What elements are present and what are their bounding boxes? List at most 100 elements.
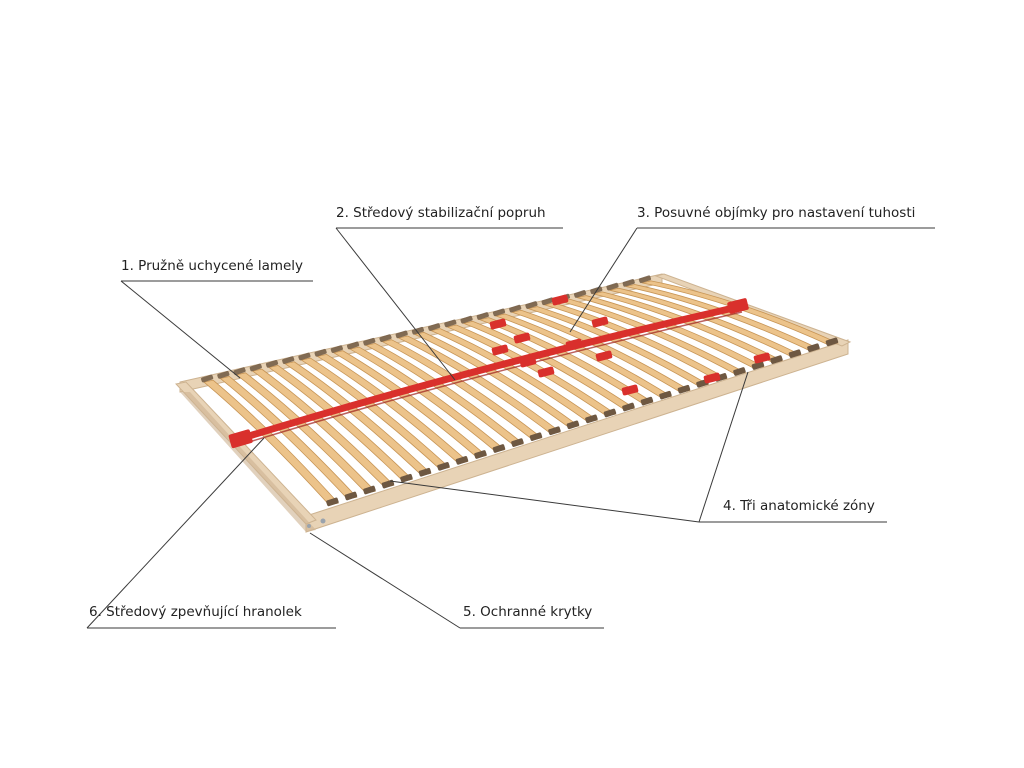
slat xyxy=(478,317,654,405)
slat-end-cap xyxy=(825,337,839,347)
slat xyxy=(560,298,747,376)
callout-label-center-strap: 2. Středový stabilizační popruh xyxy=(336,205,546,221)
slat xyxy=(625,284,821,352)
sliding-sleeve xyxy=(703,372,721,384)
slat-end-cap xyxy=(314,348,327,357)
slat xyxy=(300,357,451,470)
sliding-sleeve xyxy=(753,352,771,364)
slat xyxy=(397,335,562,435)
slat-end-cap xyxy=(603,408,617,418)
slat-end-cap xyxy=(326,497,339,507)
slat-end-cap xyxy=(344,491,358,501)
slat-end-cap xyxy=(428,323,441,331)
slat-end-cap xyxy=(418,467,432,477)
slat-end-cap xyxy=(455,456,469,465)
slat-end-cap xyxy=(298,352,311,361)
sliding-sleeve xyxy=(537,366,555,378)
slat-end-cap xyxy=(573,290,587,298)
sliding-sleeve xyxy=(489,318,507,330)
slat xyxy=(526,306,710,387)
leader-line-4b xyxy=(698,371,749,523)
slat xyxy=(462,320,636,411)
sliding-sleeve xyxy=(595,350,613,362)
slat-end-cap xyxy=(233,367,246,376)
slat-end-cap xyxy=(400,473,413,483)
slat-end-cap xyxy=(638,275,652,284)
slat-end-cap xyxy=(733,367,746,376)
slat xyxy=(267,365,414,482)
slat-end-cap xyxy=(585,414,598,424)
slat xyxy=(429,328,599,423)
sliding-sleeve xyxy=(565,338,583,350)
leader-line-1 xyxy=(120,280,241,379)
slat-end-cap xyxy=(476,312,489,320)
slat-end-cap xyxy=(659,390,672,400)
slat xyxy=(576,295,765,370)
slat-end-cap xyxy=(437,462,450,471)
slat xyxy=(381,339,543,441)
slat xyxy=(251,368,395,488)
callout-label-center-beam: 6. Středový zpevňující hranolek xyxy=(89,604,302,620)
slat-end-cap xyxy=(379,334,392,342)
slat xyxy=(365,342,525,447)
callout-label-sliding-sleeves: 3. Posuvné objímky pro nastavení tuhosti xyxy=(637,205,916,221)
leader-line-6 xyxy=(86,437,265,629)
callout-label-protective-caps: 5. Ochranné krytky xyxy=(463,604,593,620)
foot-rail-underside xyxy=(180,392,316,532)
slat-end-cap xyxy=(525,301,538,309)
sliding-sleeve xyxy=(513,332,531,344)
slat-end-cap xyxy=(529,432,543,442)
slat-end-cap xyxy=(807,343,820,353)
slat-end-cap xyxy=(381,479,395,489)
slat-end-cap xyxy=(622,279,635,287)
slat-end-cap xyxy=(788,349,802,359)
slat xyxy=(641,280,840,346)
slat-end-cap xyxy=(606,282,619,291)
slat-end-cap xyxy=(363,485,376,495)
corner-screw xyxy=(320,518,326,524)
slat-end-cap xyxy=(201,374,214,383)
slat-end-cap xyxy=(548,426,561,436)
slat-end-cap xyxy=(395,330,408,339)
slat xyxy=(494,313,673,399)
strap-end-tab xyxy=(228,429,253,449)
callout-label-anatomic-zones: 4. Tři anatomické zóny xyxy=(723,498,875,514)
slat-end-cap xyxy=(566,420,580,430)
strap-end-tab xyxy=(727,298,749,314)
slat-end-cap xyxy=(474,450,487,459)
slat-end-cap xyxy=(677,384,691,394)
sliding-sleeve xyxy=(621,384,639,396)
sliding-sleeve xyxy=(519,356,537,368)
slat xyxy=(609,287,802,358)
slat xyxy=(332,350,488,459)
leader-lines xyxy=(86,227,935,629)
corner-screw xyxy=(307,524,311,528)
slat-end-cap xyxy=(640,396,654,406)
leader-line-3 xyxy=(569,227,638,333)
slats-group xyxy=(201,275,840,507)
slat-end-cap xyxy=(590,286,603,295)
slat-end-cap xyxy=(217,371,230,379)
slat-end-cap xyxy=(770,355,783,364)
sliding-sleeve xyxy=(491,344,509,356)
slat-end-cap xyxy=(622,402,635,412)
slat-end-cap xyxy=(460,315,473,324)
leader-line-2 xyxy=(335,227,456,381)
slat xyxy=(348,346,506,453)
slat xyxy=(235,372,377,494)
slat-end-cap xyxy=(492,444,506,453)
slat-end-cap xyxy=(751,361,765,370)
slat xyxy=(203,379,340,506)
slat xyxy=(284,361,432,476)
slat-end-cap xyxy=(492,308,506,317)
callout-label-flexible-slats: 1. Pružně uchycené lamely xyxy=(121,258,304,274)
sliding-sleeve xyxy=(551,294,569,306)
sliding-sleeve xyxy=(591,316,609,328)
slat xyxy=(219,376,358,500)
slat-end-cap xyxy=(282,356,295,364)
center-strap-shadow xyxy=(235,311,743,447)
slat-end-cap xyxy=(363,337,376,346)
slat-end-cap xyxy=(411,326,425,335)
center-strap xyxy=(232,302,746,444)
